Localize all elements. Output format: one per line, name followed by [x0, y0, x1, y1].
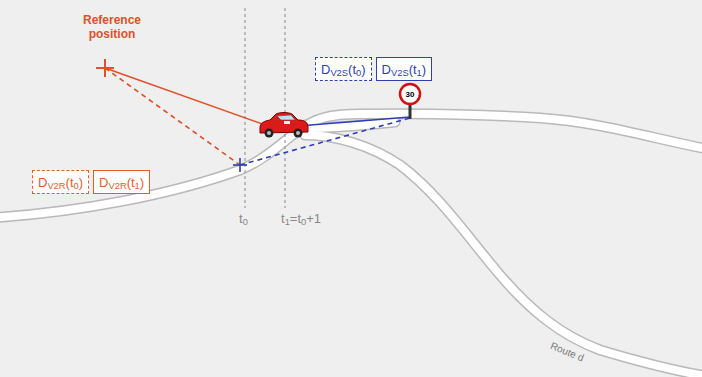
distance-box: DV2S(t1) [376, 57, 433, 81]
time-label: t0 [239, 211, 248, 227]
distance-box: DV2R(t1) [93, 170, 150, 194]
speed-limit: 30 [406, 90, 415, 99]
speed-sign [400, 84, 420, 119]
distance-box: DV2R(t0) [32, 170, 89, 194]
car [260, 113, 308, 138]
distance-name: DV2S(t0) [321, 62, 366, 77]
reference-cross [96, 59, 114, 77]
distance-lines [105, 68, 410, 165]
place-name: Reference position [72, 14, 152, 42]
time-label: t1=t0+1 [281, 211, 321, 227]
distance-name: DV2R(t0) [38, 175, 83, 190]
position-cross [233, 158, 247, 172]
distance-name: DV2R(t1) [99, 175, 144, 190]
distance-box: DV2S(t0) [315, 57, 372, 81]
distance-name: DV2S(t1) [382, 62, 427, 77]
time-line [245, 8, 285, 208]
